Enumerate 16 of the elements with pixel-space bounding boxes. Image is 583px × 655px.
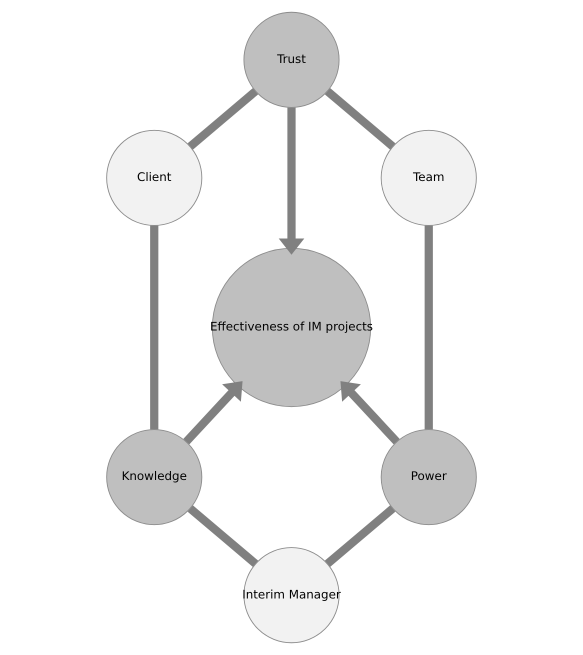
connector [324, 88, 396, 150]
node-circle: Power [380, 429, 477, 526]
connector [324, 505, 396, 567]
arrow [183, 381, 243, 444]
connector [188, 88, 258, 150]
node-circle: Client [106, 130, 202, 226]
node-circle: Interim Manager [243, 547, 340, 644]
connector [188, 505, 258, 567]
arrow [278, 108, 304, 255]
connector [150, 226, 158, 430]
arrow [340, 381, 400, 444]
node-circle: Effectiveness of IM projects [212, 248, 372, 408]
connector [424, 226, 433, 430]
node-circle: Knowledge [106, 429, 202, 526]
node-circle: Trust [243, 12, 340, 108]
node-circle: Team [380, 130, 477, 226]
